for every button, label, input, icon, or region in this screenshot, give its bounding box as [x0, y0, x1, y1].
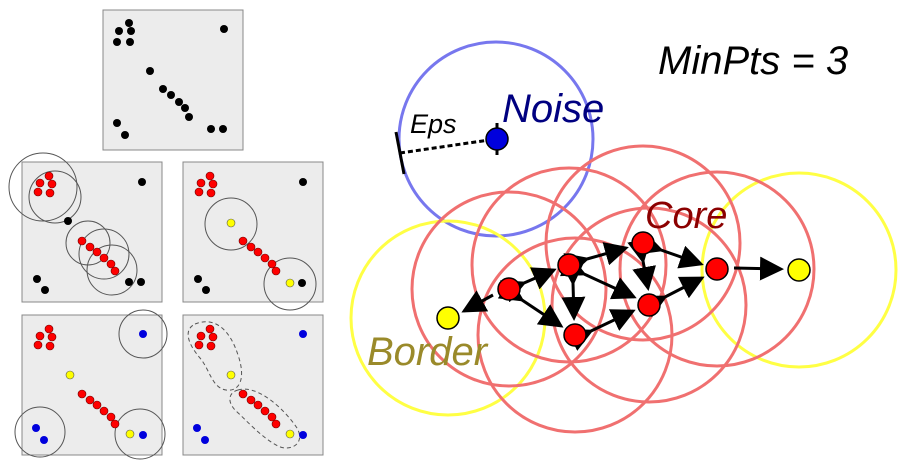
noise-eps-circle — [397, 40, 595, 238]
border-label: Border — [367, 330, 489, 374]
border-circle-right — [700, 171, 898, 369]
panel-raw — [102, 9, 244, 151]
core-points — [497, 231, 729, 347]
panel-step3 — [14, 309, 168, 460]
noise-label: Noise — [502, 87, 604, 131]
eps-radius-line — [399, 137, 497, 155]
panel-step1 — [8, 152, 163, 303]
main-diagram: MinPts = 3 Noise Core Border Eps — [349, 39, 898, 434]
minpts-label: MinPts = 3 — [658, 39, 848, 83]
panel-step2 — [182, 161, 324, 311]
core-label: Core — [645, 195, 727, 237]
border-points — [436, 258, 811, 330]
eps-label: Eps — [410, 109, 457, 139]
noise-point — [485, 127, 509, 151]
panel-step4 — [182, 314, 324, 456]
reachability-arrows — [497, 231, 705, 351]
